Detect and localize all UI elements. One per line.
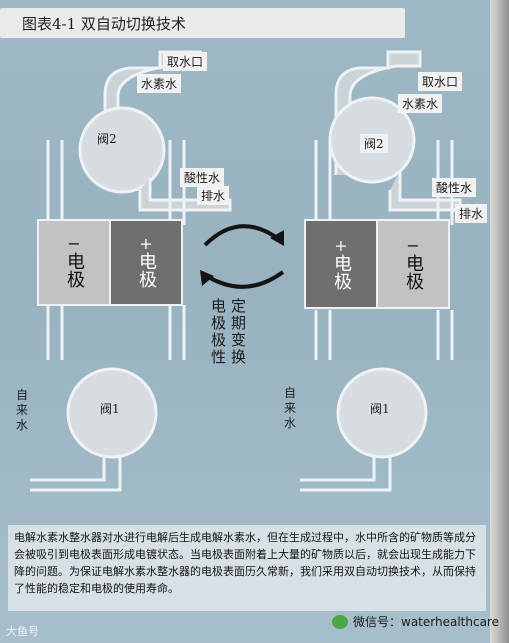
left-electrode-pos-rect	[109, 219, 183, 306]
diagram	[30, 50, 462, 492]
swap-arrows	[200, 224, 285, 289]
swap-arrowhead-top	[270, 230, 284, 246]
left-drain-label: 排水	[197, 186, 230, 205]
right-electrode-pos: + 电极	[305, 222, 377, 306]
left-valve1	[66, 367, 158, 459]
right-electrode-pos-name: 电极	[331, 254, 352, 290]
book-spine	[490, 0, 509, 643]
footer-wechat: 微信号：waterhealthcare	[332, 613, 499, 630]
left-tap-outlet-label: 取水口	[163, 52, 208, 71]
center-caption-col2: 电极极性	[209, 298, 227, 366]
right-electrode-neg-name: 电极	[403, 254, 424, 290]
right-drain-label: 排水	[455, 204, 488, 223]
right-valve1-label: 阀1	[370, 402, 390, 416]
left-electrode-neg: − 电极	[38, 222, 110, 302]
right-acidic-water-label: 酸性水	[432, 178, 477, 197]
left-electrode-pos: + 电极	[110, 222, 182, 302]
left-valve2-label: 阀2	[97, 132, 117, 146]
left-hydrogen-water-label: 水素水	[137, 74, 182, 93]
left-tap-water-label: 自来水	[16, 388, 29, 432]
footer-left-watermark: 大鱼号	[6, 625, 39, 638]
swap-arrowhead-bottom	[200, 270, 214, 286]
left-pipe-down	[46, 140, 186, 225]
right-electrode-pos-rect	[304, 219, 378, 309]
footer-wechat-id: 微信号：waterhealthcare	[353, 615, 499, 629]
right-electrode-neg-rect	[376, 219, 450, 309]
left-pipe-up	[46, 305, 186, 360]
right-pipe-up	[314, 310, 454, 360]
left-electrode-neg-sign: −	[67, 234, 81, 253]
left-electrode-neg-name: 电极	[64, 252, 85, 288]
left-valve1-label: 阀1	[100, 402, 120, 416]
right-hydrogen-water-label: 水素水	[398, 94, 443, 113]
wechat-icon	[332, 614, 348, 629]
center-caption-col1: 定期变换	[229, 298, 247, 366]
figure-caption: 电解水素水整水器对水进行电解后生成电解水素水，但在生成过程中，水中所含的矿物质等…	[8, 525, 486, 611]
right-valve1	[336, 367, 428, 459]
figure-title-box: 图表4-1 双自动切换技术	[0, 8, 405, 38]
right-electrode-pos-sign: +	[334, 236, 348, 255]
left-electrode-neg-rect	[37, 219, 111, 306]
right-pipe-in	[300, 456, 392, 492]
swap-arrow-top	[203, 224, 282, 247]
left-pipe-in	[30, 456, 122, 492]
left-electrode-pos-sign: +	[139, 234, 153, 253]
left-acidic-water-label: 酸性水	[180, 168, 225, 187]
swap-arrow-bottom	[203, 270, 285, 289]
right-electrode-neg: − 电极	[377, 222, 449, 306]
right-electrode-neg-sign: −	[406, 236, 420, 255]
right-valve2-label: 阀2	[360, 134, 388, 153]
left-electrode-pos-name: 电极	[136, 252, 157, 288]
figure-title: 图表4-1 双自动切换技术	[22, 15, 186, 33]
left-valve2	[78, 106, 166, 194]
right-tap-outlet-label: 取水口	[418, 72, 463, 91]
right-tap-water-label: 自来水	[284, 386, 297, 430]
right-pipe-down	[314, 140, 454, 225]
